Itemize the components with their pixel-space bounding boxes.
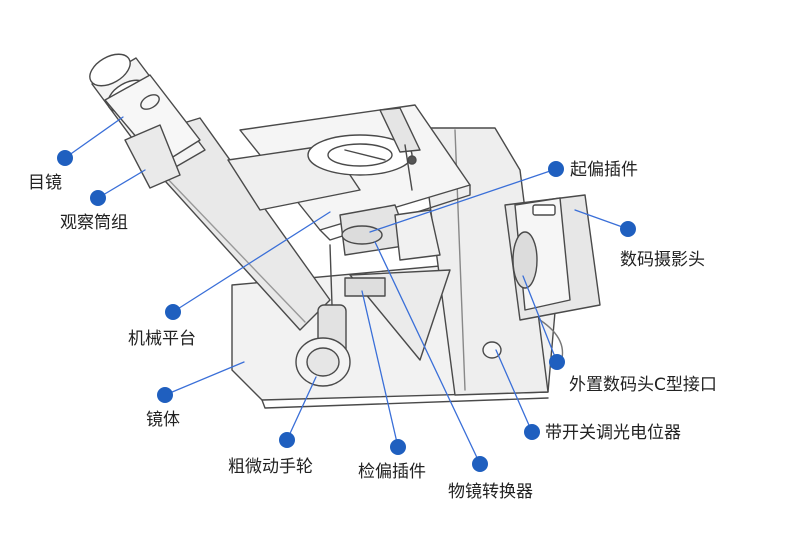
dot-mechanical-stage bbox=[165, 304, 181, 320]
label-nosepiece: 物镜转换器 bbox=[448, 482, 533, 502]
mechanical-stage bbox=[227, 104, 471, 241]
dot-observation-tube bbox=[90, 190, 106, 206]
dot-eyepiece bbox=[57, 150, 73, 166]
label-digital-camera: 数码摄影头 bbox=[620, 250, 705, 270]
dot-polarizer-slider bbox=[548, 161, 564, 177]
label-eyepiece: 目镜 bbox=[28, 173, 62, 193]
dot-nosepiece bbox=[472, 456, 488, 472]
label-analyzer-slider: 检偏插件 bbox=[358, 462, 426, 482]
dot-microscope-body bbox=[157, 387, 173, 403]
label-coarse-fine-knob: 粗微动手轮 bbox=[228, 457, 313, 477]
camera-drawing bbox=[504, 194, 601, 366]
label-observation-tube: 观察筒组 bbox=[60, 213, 128, 233]
dot-digital-camera bbox=[620, 221, 636, 237]
dot-external-c-mount bbox=[549, 354, 565, 370]
nosepiece-area bbox=[339, 204, 441, 261]
label-external-c-mount: 外置数码头C型接口 bbox=[569, 375, 717, 395]
label-polarizer-slider: 起偏插件 bbox=[570, 160, 638, 180]
label-mechanical-stage: 机械平台 bbox=[128, 329, 196, 349]
label-microscope-body: 镜体 bbox=[146, 410, 180, 430]
dot-light-switch-dimmer bbox=[524, 424, 540, 440]
callout-dots bbox=[57, 150, 636, 472]
label-light-switch-dimmer: 带开关调光电位器 bbox=[545, 423, 681, 443]
dot-coarse-fine-knob bbox=[279, 432, 295, 448]
dot-analyzer-slider bbox=[390, 439, 406, 455]
leader-lines bbox=[64, 116, 629, 465]
eyepiece-tubes bbox=[89, 53, 206, 189]
focus-knob-drawing bbox=[295, 244, 351, 387]
